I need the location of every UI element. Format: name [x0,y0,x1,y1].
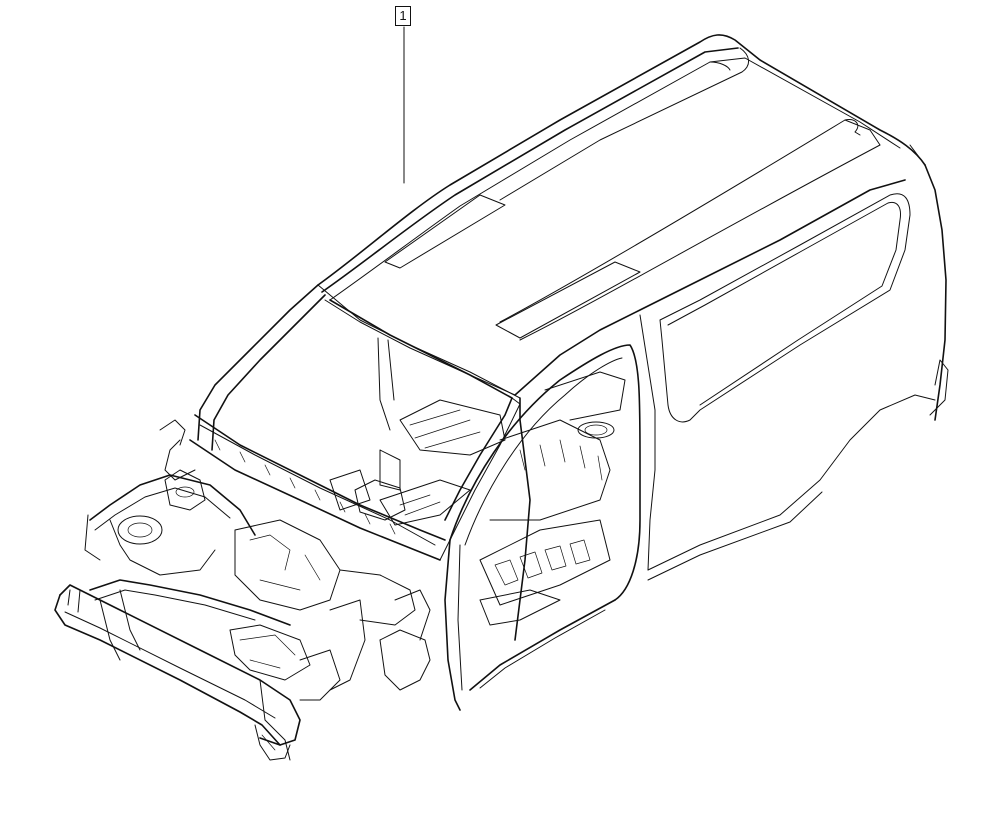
cowl-crossmember [159,414,446,561]
bumper-beam [54,584,301,761]
windshield-frame [197,284,521,561]
callout-label-1: 1 [395,6,411,26]
front-structure [84,474,431,691]
side-body-panel [514,144,949,641]
door-opening [444,344,641,711]
roof-panel [317,34,926,396]
floor-pan [329,371,626,626]
radiator-support [89,579,341,761]
strut-tower [164,469,406,521]
